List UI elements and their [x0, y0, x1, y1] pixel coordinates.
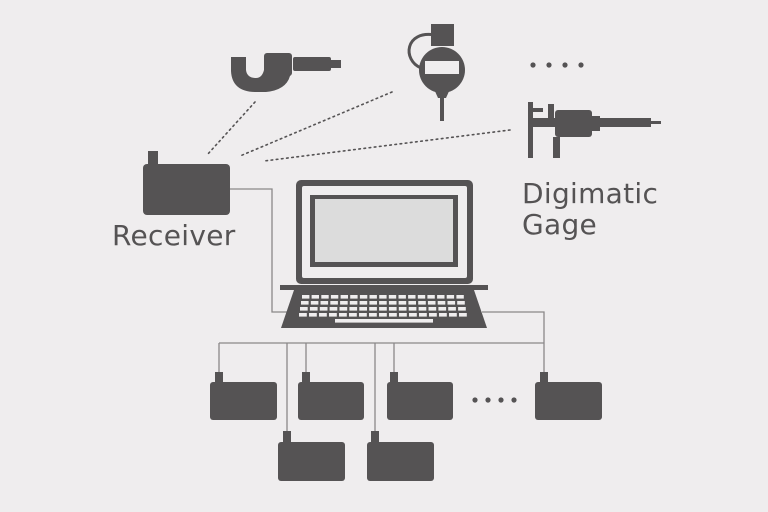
keyboard-key — [456, 295, 464, 299]
more-gauges-ellipsis — [530, 62, 584, 68]
keyboard-key — [429, 313, 437, 317]
keyboard-key — [428, 307, 437, 311]
keyboard-key — [310, 301, 319, 305]
keyboard-key — [388, 301, 397, 305]
keyboard-key — [437, 295, 445, 299]
keyboard-key — [446, 295, 455, 299]
keyboard-key — [369, 301, 377, 305]
keyboard-key — [300, 307, 308, 311]
line-receiver-to-laptop — [230, 188, 287, 313]
keyboard-key — [329, 313, 337, 317]
keyboard-key — [448, 307, 456, 311]
more-devices-ellipsis — [472, 397, 517, 403]
keyboard-key — [319, 313, 327, 317]
keyboard-key — [409, 313, 417, 317]
micrometer-icon — [231, 53, 341, 92]
keyboard-key — [339, 313, 347, 317]
keyboard-key — [359, 307, 367, 311]
keyboard-key — [398, 301, 407, 305]
keyboard-key — [340, 301, 348, 305]
keyboard-key — [408, 307, 417, 311]
keyboard-key — [330, 295, 339, 299]
keyboard-key — [369, 295, 377, 299]
keyboard-key — [419, 313, 427, 317]
keyboard-key — [339, 307, 348, 311]
client-device-3 — [387, 372, 453, 420]
keyboard-key — [320, 301, 329, 305]
keyboard-key — [350, 295, 358, 299]
keyboard-key — [369, 307, 377, 311]
keyboard-key — [369, 313, 377, 317]
line-laptop-to-bus — [482, 311, 545, 372]
keyboard-key — [349, 301, 358, 305]
keyboard-key — [408, 301, 416, 305]
keyboard-key — [447, 301, 456, 305]
keyboard-key — [340, 295, 348, 299]
keyboard-key — [319, 307, 328, 311]
laptop-icon — [280, 180, 488, 328]
keyboard-key — [427, 301, 436, 305]
client-device-6 — [367, 431, 434, 481]
receiver-icon — [143, 151, 230, 215]
keyboard-key — [349, 307, 358, 311]
keyboard-key — [458, 307, 466, 311]
digimatic-gage-label-line-2: Gage — [522, 208, 598, 241]
keyboard-key — [379, 307, 387, 311]
client-device-4 — [535, 372, 602, 420]
keyboard-key — [449, 313, 457, 317]
keyboard-key — [321, 295, 329, 299]
keyboard-key — [417, 295, 426, 299]
caliper-icon — [528, 102, 661, 158]
keyboard-key — [388, 295, 397, 299]
client-device-2 — [298, 372, 364, 420]
keyboard-key — [438, 307, 447, 311]
keyboard-key — [398, 307, 407, 311]
keyboard-spacebar — [335, 319, 433, 323]
keyboard-key — [329, 307, 338, 311]
keyboard-key — [389, 313, 397, 317]
keyboard-key — [398, 295, 406, 299]
keyboard-key — [299, 313, 307, 317]
keyboard-key — [379, 295, 387, 299]
keyboard-key — [439, 313, 447, 317]
client-device-5 — [278, 431, 345, 481]
digimatic-gage-label: Digimatic Gage — [522, 178, 658, 240]
keyboard-key — [302, 295, 310, 299]
keyboard-key — [457, 301, 465, 305]
keyboard-key — [418, 307, 427, 311]
keyboard-key — [408, 295, 416, 299]
keyboard-key — [359, 301, 368, 305]
keyboard-key — [427, 295, 435, 299]
keyboard-key — [418, 301, 426, 305]
keyboard-key — [359, 295, 368, 299]
keyboard-key — [388, 307, 397, 311]
keyboard-key — [330, 301, 338, 305]
dial-indicator-icon — [407, 24, 465, 121]
keyboard-key — [359, 313, 367, 317]
link-dial-indicator — [239, 91, 393, 157]
wireless-links — [206, 91, 511, 162]
link-micrometer — [206, 101, 256, 156]
client-device-1 — [210, 372, 277, 420]
keyboard-key — [349, 313, 357, 317]
keyboard-key — [309, 307, 318, 311]
keyboard-key — [399, 313, 407, 317]
receiver-label: Receiver — [112, 219, 236, 252]
keyboard-key — [459, 313, 467, 317]
keyboard-key — [379, 301, 387, 305]
keyboard-key — [301, 301, 309, 305]
keyboard-keys — [299, 295, 467, 323]
keyboard-key — [311, 295, 319, 299]
digimatic-gage-label-line-1: Digimatic — [522, 177, 659, 210]
keyboard-key — [309, 313, 317, 317]
keyboard-key — [437, 301, 446, 305]
link-caliper — [263, 129, 511, 162]
network-lines — [218, 188, 545, 431]
keyboard-key — [379, 313, 387, 317]
